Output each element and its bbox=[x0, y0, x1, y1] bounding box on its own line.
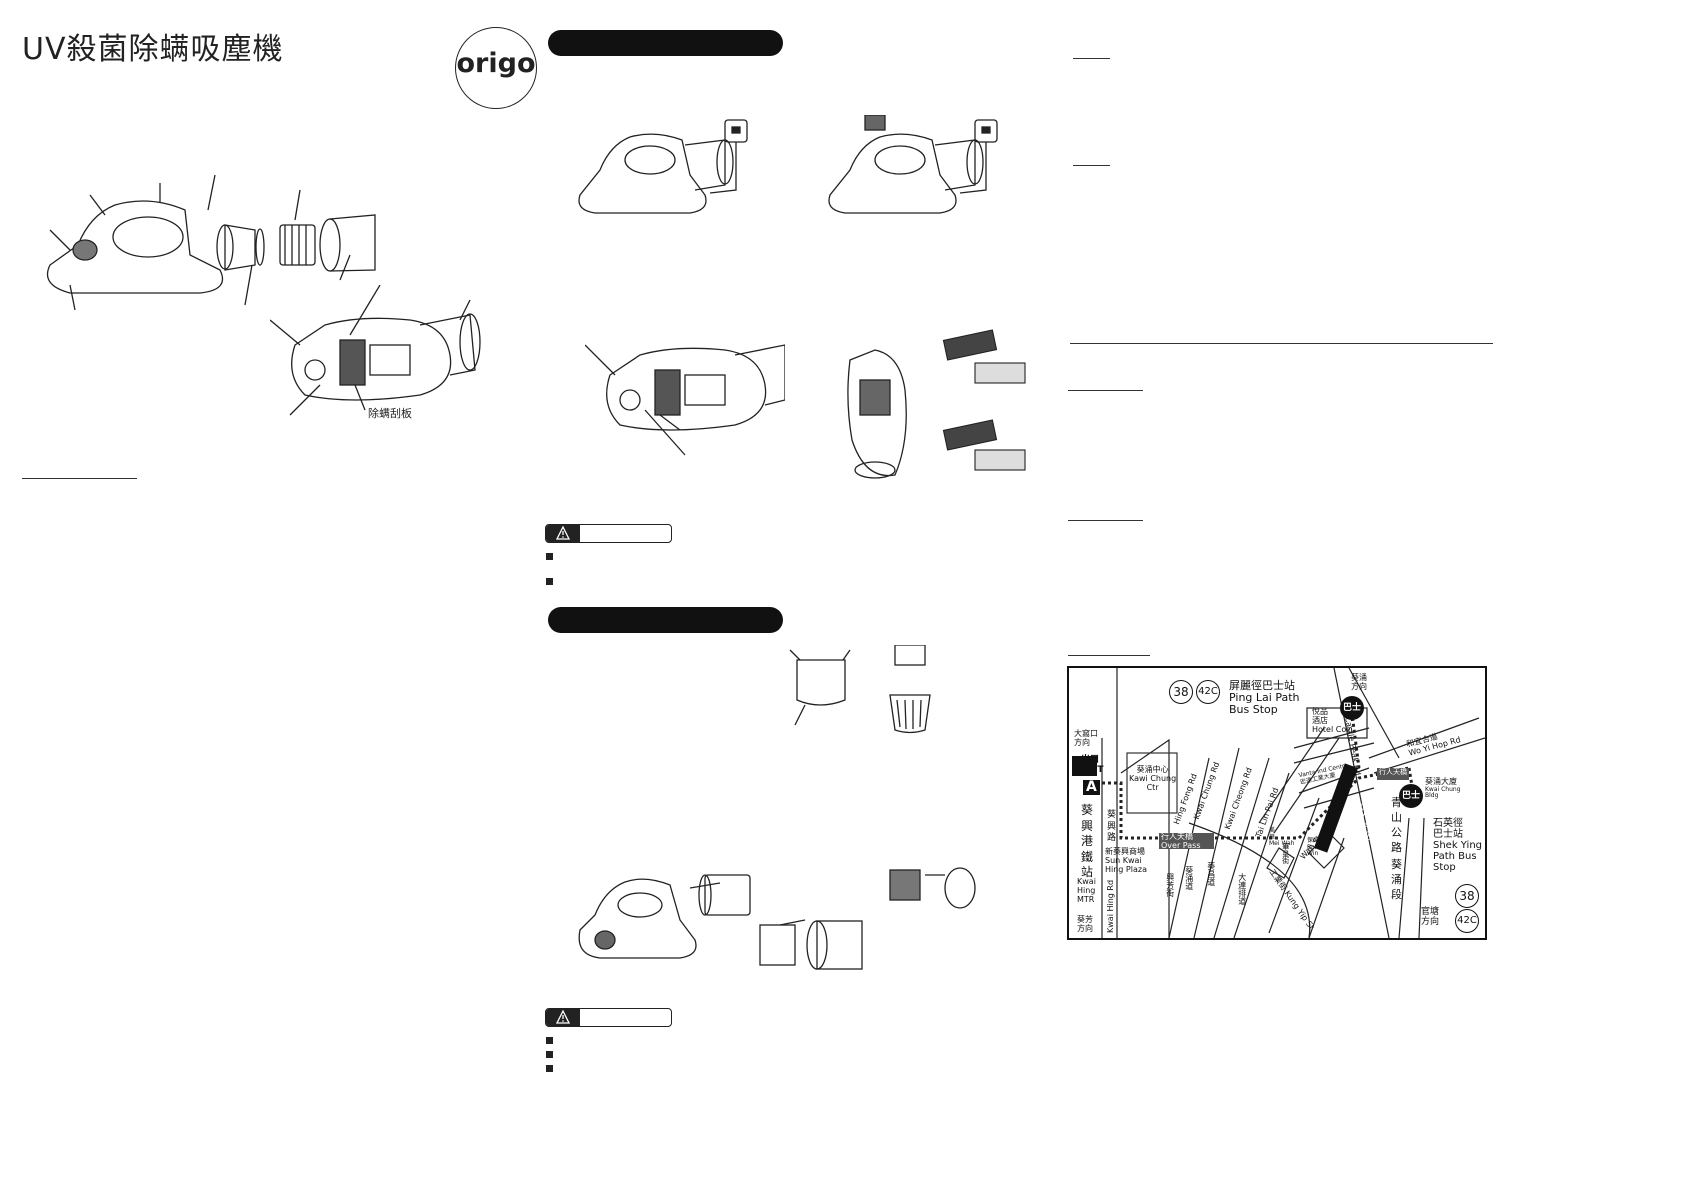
bus-route-badge: 38 bbox=[1455, 884, 1479, 908]
kwai-chung-direction-label: 葵涌方向 bbox=[1351, 673, 1367, 691]
section-divider bbox=[1070, 343, 1493, 345]
bus-route-badge: 42C bbox=[1455, 909, 1479, 933]
charging-diagram-2 bbox=[828, 115, 998, 214]
vacuum-exploded-diagram bbox=[46, 175, 376, 311]
section-divider bbox=[1068, 655, 1150, 657]
map-roads bbox=[1072, 668, 1485, 938]
hing-fong-st-label: 興芳街 bbox=[1165, 873, 1175, 897]
exit-a-letter: A bbox=[1083, 779, 1100, 796]
bullet-point bbox=[546, 1051, 553, 1058]
tai-wo-hau-direction-label: 大窩口方向 bbox=[1074, 729, 1098, 747]
bullet-point bbox=[546, 1065, 553, 1072]
section-divider bbox=[1073, 165, 1110, 167]
bullet-point bbox=[546, 553, 553, 560]
kwai-cheong-rd-cn-label: 葵昌道 bbox=[1206, 862, 1216, 886]
tai-lin-pai-rd-cn-label: 大連排道 bbox=[1237, 873, 1247, 905]
kwai-fong-direction-label: 葵芳方向 bbox=[1077, 915, 1093, 933]
kwun-tong-direction-label: 官塘方向 bbox=[1421, 907, 1440, 927]
kwai-hing-station-cn-label: 葵興港鐵站 bbox=[1081, 803, 1094, 880]
kwai-hing-rd-cn-label: 葵興路 bbox=[1107, 810, 1117, 844]
dust-cup-diagram bbox=[789, 645, 931, 734]
bus-stop-icon: 巴士 bbox=[1340, 696, 1364, 720]
bus-route-badge: 42C bbox=[1196, 680, 1220, 704]
bus-route-badge: 38 bbox=[1169, 680, 1193, 704]
warning-label-2 bbox=[545, 1008, 672, 1027]
section-header-bar-2 bbox=[548, 607, 783, 633]
warning-icon bbox=[546, 525, 580, 542]
section-divider bbox=[1068, 520, 1143, 522]
underside-parts-diagram bbox=[585, 344, 785, 456]
warning-label-1 bbox=[545, 524, 672, 543]
section-divider bbox=[1068, 390, 1143, 392]
filter-replace-diagram bbox=[578, 867, 976, 970]
brush-strip-diagram bbox=[942, 329, 1026, 471]
scraper-label: 除螨刮板 bbox=[368, 407, 412, 420]
charging-diagram-1 bbox=[578, 119, 748, 214]
section-divider bbox=[22, 478, 137, 480]
kwai-chung-rd-cn-label: 葵涌道 bbox=[1184, 866, 1194, 890]
section-header-bar-1 bbox=[548, 30, 783, 56]
page-title: UV殺菌除螨吸塵機 bbox=[22, 32, 284, 67]
bullet-point bbox=[546, 578, 553, 585]
kwai-chung-section-label: 葵涌段 bbox=[1391, 858, 1402, 901]
section-divider bbox=[1073, 58, 1110, 60]
origo-logo: origo bbox=[455, 27, 537, 109]
bullet-point bbox=[546, 1037, 553, 1044]
vacuum-underside-diagram bbox=[270, 285, 481, 416]
overpass-label-right: 行人天橋 bbox=[1379, 768, 1407, 776]
brush-removal-diagram bbox=[847, 349, 907, 479]
warning-icon bbox=[546, 1009, 580, 1026]
wah-sing-st-cn-label: 華星街 bbox=[1281, 843, 1290, 864]
bus-stop-icon: 巴士 bbox=[1399, 784, 1423, 808]
tsing-shan-rd-label: 青山公路 bbox=[1391, 796, 1402, 854]
kwai-hing-rd-en-label: Kwai Hing Rd bbox=[1106, 879, 1115, 933]
